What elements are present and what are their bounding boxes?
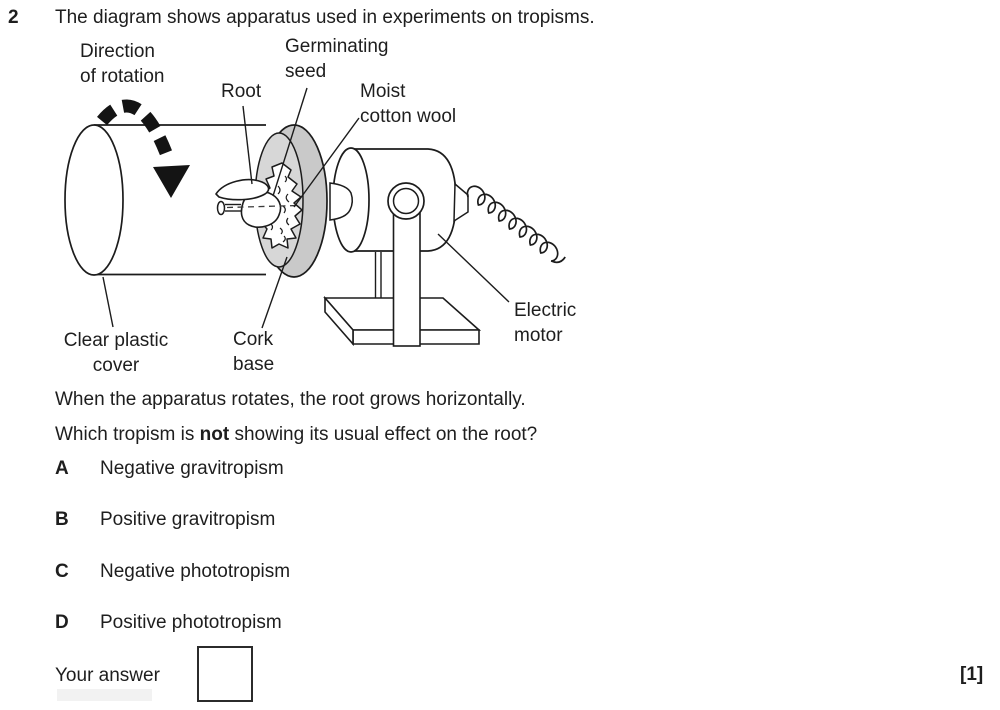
cork-base-face bbox=[254, 132, 304, 268]
label-motor-line2: motor bbox=[514, 325, 563, 346]
motor-wire-coil bbox=[466, 185, 566, 264]
question-statement: When the apparatus rotates, the root gro… bbox=[55, 389, 526, 410]
pivot-ring-inner bbox=[392, 187, 420, 215]
label-cork-base: Cork base bbox=[233, 327, 274, 377]
label-germinating-seed: Germinating seed bbox=[285, 34, 389, 84]
prompt-after: showing its usual effect on the root? bbox=[229, 424, 538, 445]
leader-moist-cotton-wool bbox=[293, 117, 360, 208]
label-germinating-line1: Germinating bbox=[285, 36, 389, 57]
label-moist-cotton-wool: Moist cotton wool bbox=[360, 79, 456, 129]
your-answer-label: Your answer bbox=[55, 665, 160, 686]
pin-head bbox=[216, 200, 226, 216]
motor-front-end bbox=[332, 147, 370, 253]
rotation-axis-dashed bbox=[226, 204, 299, 209]
germinating-seed bbox=[240, 190, 282, 228]
cotton-wool-texture bbox=[270, 175, 290, 243]
leader-clear-plastic-cover bbox=[102, 276, 114, 328]
option-text-b: Positive gravitropism bbox=[100, 509, 276, 530]
motor-shaft bbox=[329, 182, 354, 221]
label-direction-line2: of rotation bbox=[80, 66, 165, 87]
label-direction-line1: Direction bbox=[80, 41, 155, 62]
prompt-before: Which tropism is bbox=[55, 424, 200, 445]
leader-root bbox=[242, 105, 253, 185]
label-cork-line2: base bbox=[233, 354, 275, 375]
question-intro: The diagram shows apparatus used in expe… bbox=[55, 7, 595, 28]
question-number: 2 bbox=[8, 7, 19, 28]
option-text-a: Negative gravitropism bbox=[100, 458, 284, 479]
label-moist-line2: cotton wool bbox=[360, 106, 457, 127]
label-clear-line1: Clear plastic bbox=[63, 330, 169, 351]
label-clear-plastic-cover: Clear plastic cover bbox=[55, 328, 177, 378]
cotton-wool-blob bbox=[260, 162, 303, 249]
base-plate-front bbox=[352, 329, 480, 345]
label-moist-line1: Moist bbox=[360, 81, 406, 102]
cork-base-rim bbox=[260, 124, 328, 278]
rotation-arrow-head bbox=[153, 165, 190, 198]
answer-box[interactable] bbox=[197, 646, 253, 702]
label-root: Root bbox=[221, 81, 262, 102]
label-direction-of-rotation: Direction of rotation bbox=[80, 39, 165, 89]
option-text-c: Negative phototropism bbox=[100, 561, 291, 582]
marks-badge: [1] bbox=[960, 664, 984, 685]
leader-electric-motor bbox=[437, 233, 510, 303]
label-germinating-line2: seed bbox=[285, 61, 327, 82]
question-prompt: Which tropism is not showing its usual e… bbox=[55, 423, 537, 446]
root-shape bbox=[215, 178, 270, 201]
label-electric-motor: Electric motor bbox=[514, 298, 576, 348]
option-letter-b: B bbox=[55, 509, 69, 530]
label-motor-line1: Electric bbox=[514, 300, 577, 321]
option-letter-c: C bbox=[55, 561, 69, 582]
stand-arm bbox=[392, 205, 421, 347]
base-plate-top bbox=[323, 297, 482, 331]
label-cork-line1: Cork bbox=[233, 329, 274, 350]
option-text-d: Positive phototropism bbox=[100, 612, 282, 633]
motor-body bbox=[351, 148, 457, 252]
scan-artifact bbox=[57, 689, 152, 701]
option-letter-a: A bbox=[55, 458, 69, 479]
leader-cork-base bbox=[261, 256, 288, 329]
cylinder-left-end bbox=[64, 124, 124, 276]
option-letter-d: D bbox=[55, 612, 69, 633]
rotation-arrow-arc bbox=[97, 99, 175, 161]
label-clear-line2: cover bbox=[92, 355, 140, 376]
leader-germinating-seed bbox=[272, 87, 308, 197]
prompt-bold-word: not bbox=[199, 424, 230, 445]
base-plate-left bbox=[324, 295, 354, 347]
motor-rear-spindle bbox=[453, 182, 469, 223]
pivot-ring-outer bbox=[387, 182, 425, 220]
